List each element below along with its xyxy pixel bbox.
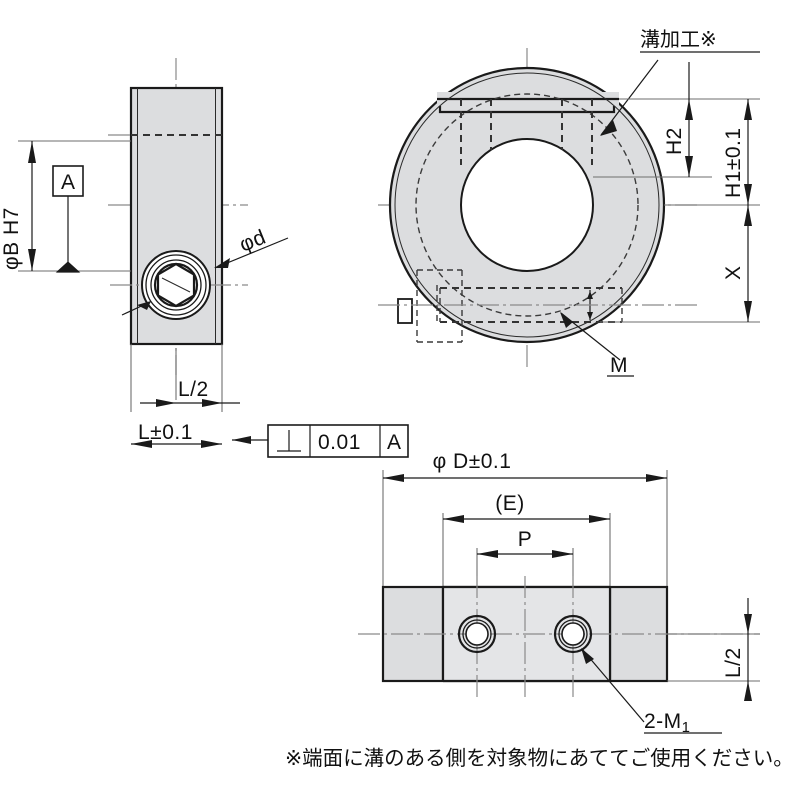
l2-label: L/2 — [178, 378, 209, 401]
screw-circle-2 — [145, 254, 207, 316]
plan-hole-1-inner — [465, 622, 489, 646]
x-arrow-bottom — [744, 301, 752, 322]
phi-b-arrow-top — [28, 141, 36, 163]
screw-callout-main: 2-M — [644, 710, 682, 733]
thread-depth-arrow-bottom — [587, 312, 593, 320]
e-label: (E) — [495, 492, 525, 515]
screw-circle-3 — [150, 259, 202, 311]
screw-callout-leader-line — [581, 648, 645, 723]
h2-dimension-group — [685, 62, 693, 177]
e-dimension-group — [442, 513, 611, 588]
screw-callout-label: 2-M1 — [644, 710, 691, 736]
phid-arrow-right — [646, 474, 667, 482]
h1-arrow-bottom — [744, 184, 752, 205]
phi-b-label: φB H7 — [0, 207, 23, 270]
h2-arrow-top — [685, 99, 693, 120]
screw-hole-hidden-detail — [416, 269, 623, 343]
phi-d-arrowhead — [214, 258, 230, 268]
plan-hole-1-thread — [462, 619, 492, 649]
thread-callout-leader — [560, 312, 621, 361]
length-label: L±0.1 — [138, 421, 193, 444]
screw-callout-leader — [581, 648, 645, 723]
plan-l2-arrow-bottom — [744, 681, 752, 701]
split-slot-rect — [397, 298, 413, 324]
bore-circle — [460, 138, 594, 272]
set-screw-assembly — [141, 250, 211, 320]
plan-hole-1 — [457, 614, 497, 654]
collar-outer-inner-edge — [394, 72, 660, 338]
footnote-text: ※端面に溝のある側を対象物にあててご使用ください。 — [285, 746, 794, 770]
gdt-datum-ref: A — [387, 431, 402, 454]
p-arrow-left — [477, 550, 498, 558]
plan-hole-1-outer — [457, 614, 497, 654]
plan-hole-2 — [553, 614, 593, 654]
e-arrow-right — [589, 515, 610, 523]
length-arrow-left — [131, 440, 152, 448]
l2-arrow-right — [202, 399, 222, 407]
p-label: P — [518, 528, 533, 551]
bore-diameter-leader — [121, 237, 289, 316]
length-arrow-right — [201, 440, 222, 448]
thread-depth-arrow-top — [587, 291, 593, 299]
gdt-feature-control-frame — [232, 424, 409, 458]
x-dimension-group — [744, 205, 752, 322]
length-dimension-group — [131, 440, 222, 448]
groove-note-arrowhead — [600, 120, 617, 136]
gdt-tolerance-value: 0.01 — [318, 431, 361, 454]
plan-l2-arrow-top — [744, 614, 752, 634]
p-dimension-group — [476, 548, 574, 600]
groove-note-leader-line — [600, 59, 659, 136]
plan-l2-label: L/2 — [722, 647, 745, 678]
h1-label: H1±0.1 — [722, 127, 745, 198]
side-section-view: φd φB H7 A L/2 — [0, 58, 289, 448]
h1-arrow-top — [744, 99, 752, 120]
groove-note-leader — [600, 59, 659, 136]
front-circular-view: 溝加工※ M — [378, 27, 760, 377]
l2-arrow-left — [156, 399, 176, 407]
plan-hole-2-outer — [553, 614, 593, 654]
h1-dimension-group — [744, 99, 752, 205]
datum-a-label: A — [61, 171, 76, 194]
phi-b-arrow-bottom — [28, 249, 36, 271]
plan-half-length-dimension-group — [667, 598, 760, 701]
groove-circle-hidden — [415, 93, 639, 317]
h2-label: H2 — [663, 127, 686, 155]
phid-arrow-left — [383, 474, 404, 482]
phi-d-label: φd — [236, 225, 269, 256]
hex-socket-depth-line — [161, 277, 191, 293]
groove-note-label: 溝加工※ — [640, 27, 717, 51]
screw-callout-arrowhead — [581, 648, 594, 664]
phid-label: φ D±0.1 — [433, 450, 512, 473]
thread-callout-arrowhead — [560, 312, 573, 328]
phi-d-arrowhead-2 — [137, 301, 151, 310]
thread-callout-label: M — [610, 354, 628, 377]
outer-diameter-dimension-group — [382, 470, 668, 587]
bottom-plan-view: φ D±0.1 (E) P — [358, 450, 760, 736]
split-slot — [397, 298, 413, 324]
x-label: X — [722, 265, 745, 280]
gdt-leader-arrow — [232, 436, 251, 444]
plan-hole-2-inner — [561, 622, 585, 646]
datum-a-triangle — [55, 261, 81, 273]
x-arrow-top — [744, 205, 752, 226]
plan-hole-2-thread — [558, 619, 588, 649]
groove-hidden-lines-top — [460, 99, 593, 165]
hex-socket — [156, 262, 196, 308]
bore-dimension-group — [18, 140, 131, 272]
screw-callout-subscript: 1 — [682, 719, 691, 736]
p-arrow-right — [552, 550, 573, 558]
datum-a-box — [52, 165, 84, 197]
half-length-dimension-group — [130, 344, 240, 412]
gdt-frame-box — [267, 424, 409, 458]
datum-a-group — [52, 165, 84, 273]
e-arrow-left — [443, 515, 464, 523]
h2-arrow-bottom — [685, 156, 693, 177]
